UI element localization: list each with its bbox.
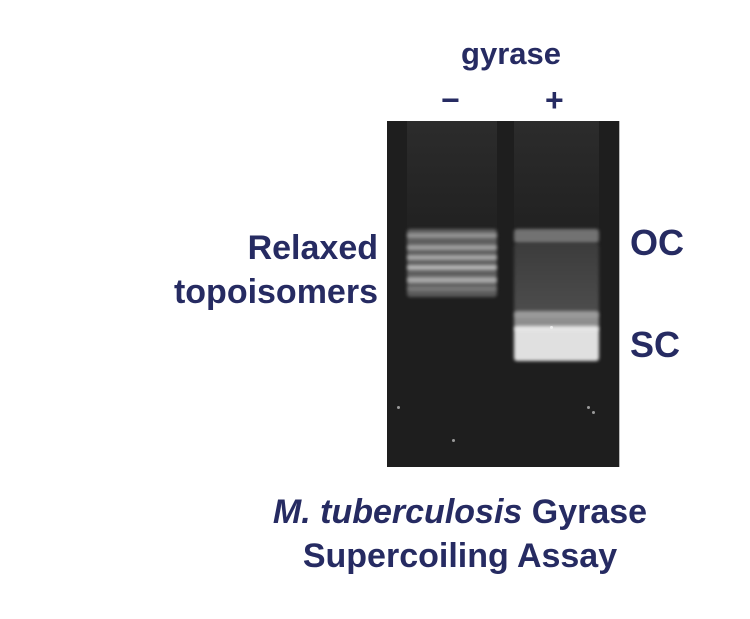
agarose-gel-image (387, 121, 620, 467)
gyrase-header: gyrase (461, 36, 561, 71)
caption-line2: Supercoiling Assay (302, 537, 618, 575)
sc-band (514, 326, 599, 361)
oc-band (514, 229, 599, 243)
caption-organism: M. tuberculosis (272, 493, 523, 531)
caption-line1: M. tuberculosis Gyrase (215, 490, 705, 534)
oc-label: OC (630, 222, 684, 263)
lane-minus-gyrase (407, 121, 497, 467)
sc-label: SC (630, 324, 681, 365)
lane-plus-label: + (545, 82, 564, 118)
figure-caption: M. tuberculosis Gyrase Supercoiling Assa… (215, 490, 705, 578)
lane-plus-gyrase (514, 121, 599, 467)
relaxed-topoisomers-label: Relaxed topoisomers (120, 226, 378, 314)
lane-minus-label: − (441, 82, 460, 118)
caption-line1-rest: Gyrase (522, 493, 648, 531)
relaxed-label-line1: Relaxed (247, 229, 378, 267)
relaxed-label-line2: topoisomers (173, 273, 378, 311)
